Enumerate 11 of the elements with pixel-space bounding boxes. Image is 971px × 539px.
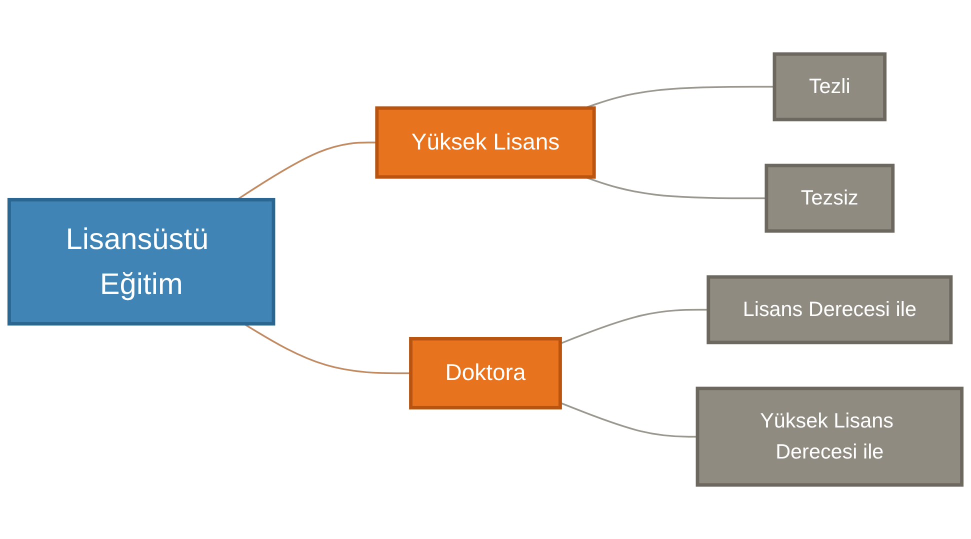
node-box: Lisans Derecesi ile	[706, 275, 953, 344]
node-box: Lisansüstü Eğitim	[7, 198, 276, 326]
node-box: Yüksek Lisans	[375, 106, 596, 179]
node-box: Tezli	[772, 52, 887, 122]
node-box: Yüksek Lisans Derecesi ile	[696, 386, 964, 487]
connector	[560, 308, 708, 344]
node-box: Doktora	[409, 337, 562, 410]
connector	[236, 142, 377, 200]
node-box: Tezsiz	[764, 164, 895, 233]
connector	[560, 402, 698, 438]
connector	[243, 323, 411, 374]
